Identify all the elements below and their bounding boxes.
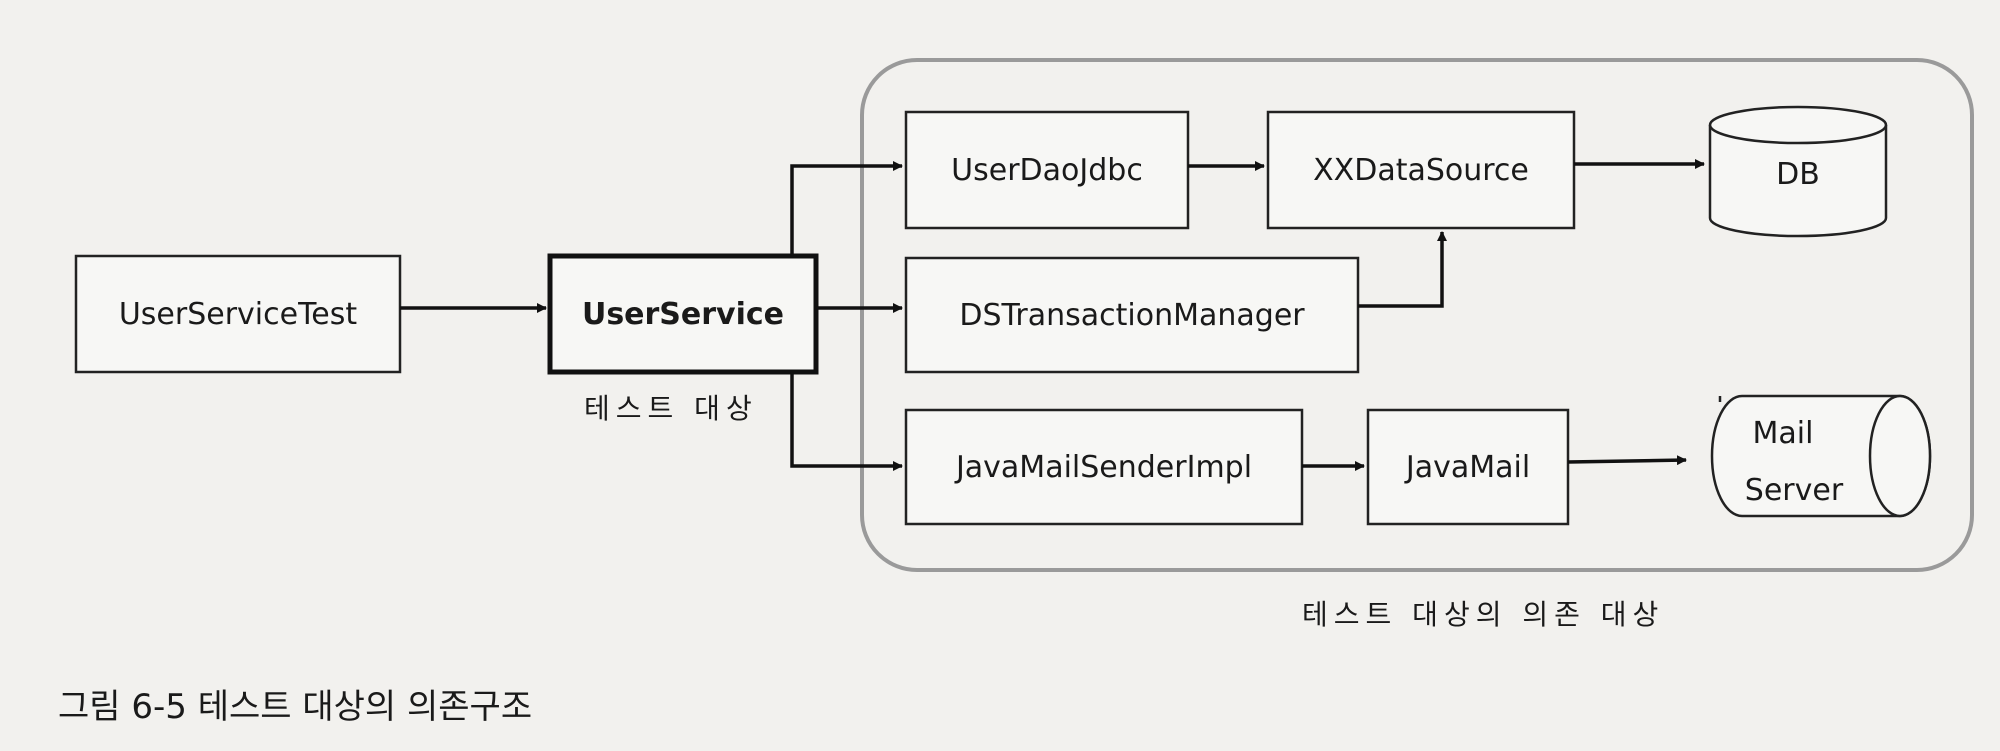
- test-target-dependencies-label: 테스트 대상의 의존 대상: [1302, 598, 1664, 631]
- node-mail-server-cylinder: Mail Server: [1710, 394, 1932, 518]
- node-xx-data-source-label: XXDataSource: [1313, 153, 1529, 188]
- node-mail-server-label-line2: Server: [1745, 473, 1844, 508]
- node-ds-transaction-manager-label: DSTransactionManager: [959, 298, 1305, 333]
- node-java-mail: JavaMail: [1366, 408, 1570, 526]
- node-user-service-label: UserService: [582, 297, 784, 332]
- node-java-mail-sender-impl: JavaMailSenderImpl: [904, 408, 1304, 526]
- test-target-label: 테스트 대상: [584, 392, 758, 425]
- node-ds-transaction-manager: DSTransactionManager: [904, 256, 1360, 374]
- node-db-label: DB: [1776, 157, 1820, 192]
- node-xx-data-source: XXDataSource: [1266, 110, 1576, 230]
- node-user-dao-jdbc-label: UserDaoJdbc: [951, 153, 1143, 188]
- edge-dstransactionmanager-to-xxdatasource: [1358, 231, 1447, 308]
- node-db-cylinder: DB: [1708, 105, 1888, 238]
- node-user-dao-jdbc: UserDaoJdbc: [904, 110, 1190, 230]
- node-user-service-test: UserServiceTest: [74, 254, 402, 374]
- edge-service-to-javamailsenderimpl: [790, 372, 903, 471]
- node-user-service: UserService: [547, 253, 819, 375]
- node-java-mail-label: JavaMail: [1404, 450, 1530, 485]
- node-user-service-test-label: UserServiceTest: [119, 297, 358, 332]
- node-java-mail-sender-impl-label: JavaMailSenderImpl: [954, 450, 1252, 485]
- figure-caption: 그림 6-5 테스트 대상의 의존구조: [58, 687, 532, 727]
- edge-service-to-userdaojdbc: [790, 161, 903, 256]
- node-mail-server-label-line1: Mail: [1753, 416, 1814, 451]
- dependency-group-container: [860, 58, 1974, 572]
- edge-javamail-to-mailserver: [1567, 455, 1687, 466]
